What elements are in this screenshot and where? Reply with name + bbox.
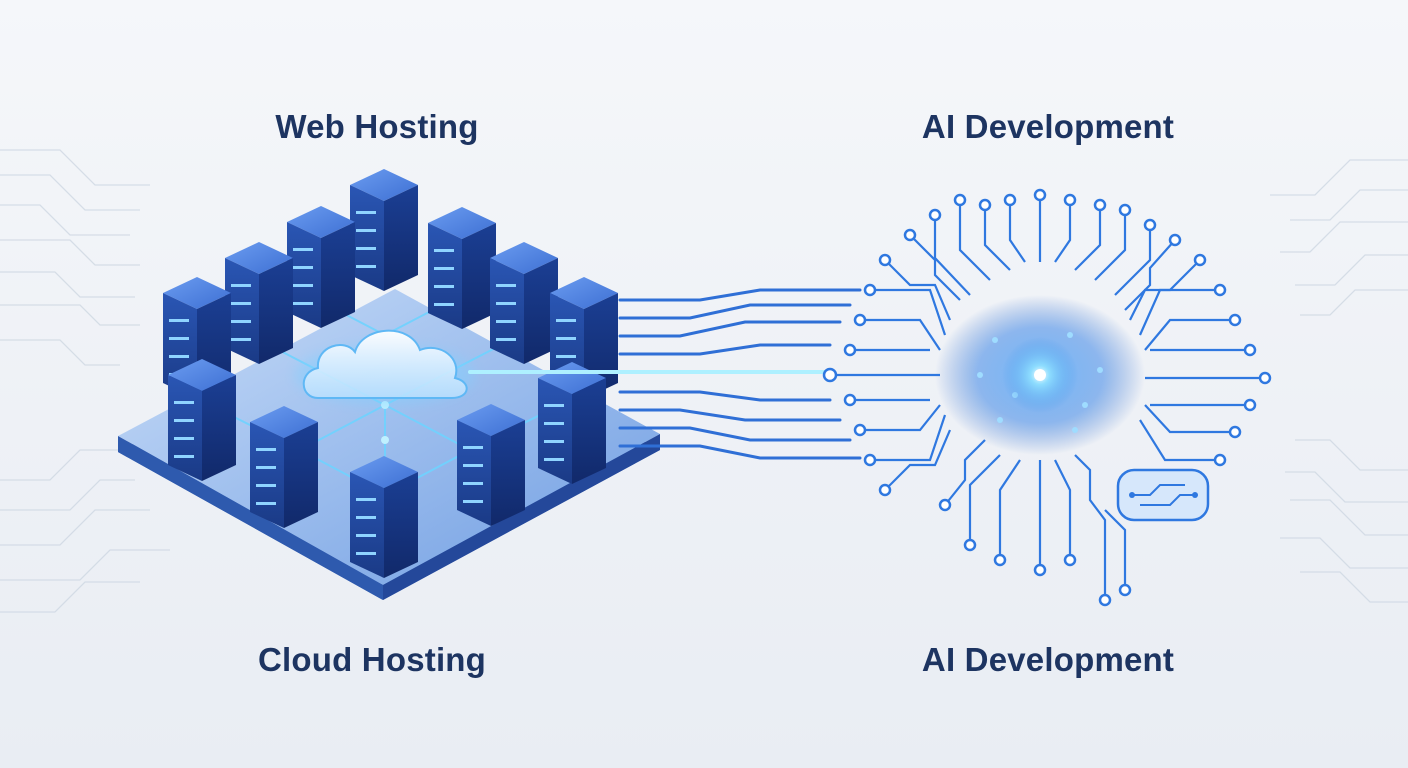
server-rack-icon — [350, 456, 418, 578]
brain-circuit-nodes — [822, 188, 1272, 607]
server-rack-icon — [538, 362, 606, 484]
background-circuit-right — [1270, 159, 1408, 603]
ai-development-caption: AI Development — [921, 641, 1175, 678]
server-rack-icon — [457, 404, 525, 526]
chip-icon — [1116, 468, 1210, 522]
cloud-icon — [295, 329, 475, 405]
server-rack-icon — [225, 242, 293, 364]
server-rack-icon — [250, 406, 318, 528]
server-rack-icon — [490, 242, 558, 364]
cloud-hosting-caption: Cloud Hosting — [257, 641, 487, 678]
web-hosting-title: Web Hosting — [275, 108, 479, 145]
data-connection-bus — [464, 288, 862, 460]
ai-development-title: AI Development — [921, 108, 1175, 145]
server-rack-icon — [350, 169, 418, 291]
server-rack-icon — [168, 359, 236, 481]
background-circuit-left — [0, 149, 170, 613]
brain-circuit-traces — [830, 195, 1265, 600]
server-rack-icon — [287, 206, 355, 328]
ai-brain-circuit-icon — [822, 188, 1272, 607]
server-rack-icon — [428, 207, 496, 329]
